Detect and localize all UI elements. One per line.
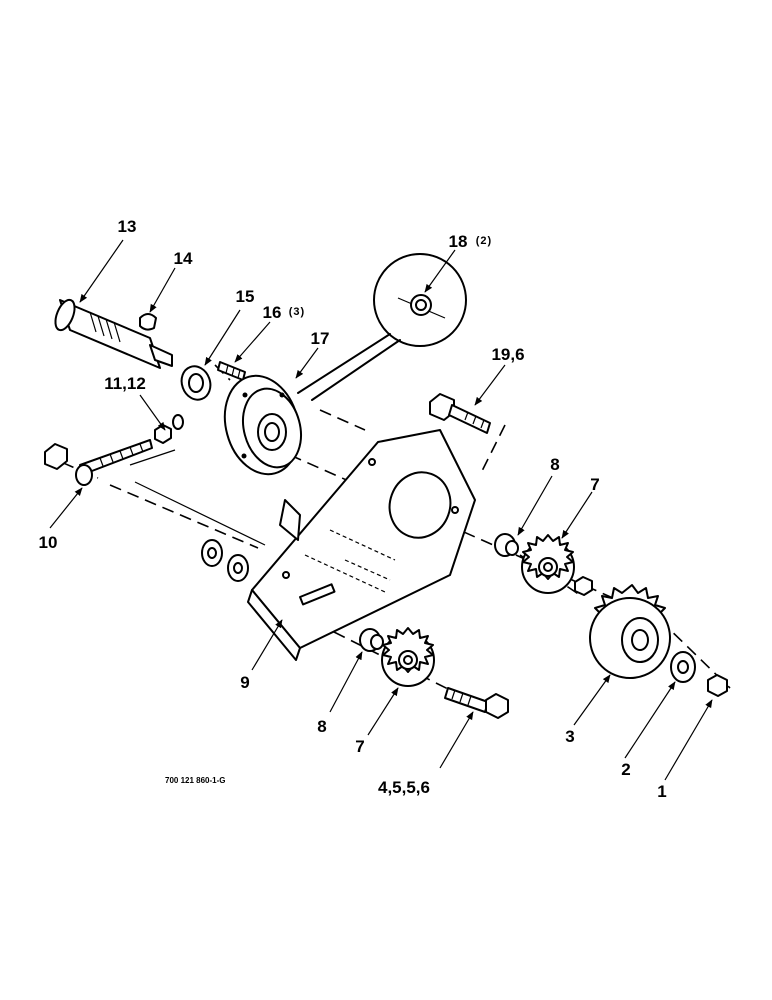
flat-washer-part [670,651,696,683]
callout-labels: 13 14 15 16 (3) 17 18 (2) 11,12 19,6 10 … [39,217,667,801]
callout-3: 3 [565,727,574,746]
callout-1: 1 [657,782,666,801]
set-screw-part [217,361,246,381]
upper-spacer-part [494,533,519,557]
figure-code: 700 121 860-1-G [165,776,226,785]
sprocket-nut-part [574,576,593,596]
callout-4-5-5-6: 4,5,5,6 [378,778,430,797]
shaft-part [54,298,173,369]
lower-bolt-part [444,687,509,719]
upper-bolt-part [429,393,491,434]
callout-18-qty: (2) [476,235,492,247]
flange-bearing-part [223,374,302,476]
callout-11-12: 11,12 [104,374,146,393]
callout-2: 2 [621,760,630,779]
lower-idler-sprocket-part [381,627,435,687]
key-part [139,313,157,331]
callout-13: 13 [118,217,137,236]
leader-arrows [49,239,713,781]
callout-17: 17 [311,329,330,348]
callout-7-lower: 7 [355,737,364,756]
callout-19-6: 19,6 [491,345,524,364]
drive-sprocket-part [589,584,671,679]
upper-idler-sprocket-part [521,534,575,594]
locking-collar-part [180,365,212,401]
callout-10: 10 [39,533,58,552]
tension-bolt-part [44,439,153,486]
callout-16: 16 [263,303,282,322]
callout-8-lower: 8 [317,717,326,736]
washers-part [201,539,249,582]
hex-nut-part [707,674,728,697]
bearing-detail-inset [297,253,467,401]
nut-washer-part [154,414,184,444]
lower-spacer-part [359,628,384,652]
callout-14: 14 [174,249,193,268]
callout-9: 9 [240,673,249,692]
callout-15: 15 [236,287,255,306]
callout-18: 18 [449,232,468,251]
bracket-part [247,429,476,661]
callout-16-qty: (3) [289,306,305,318]
callout-7-upper: 7 [590,475,599,494]
callout-8-upper: 8 [550,455,559,474]
